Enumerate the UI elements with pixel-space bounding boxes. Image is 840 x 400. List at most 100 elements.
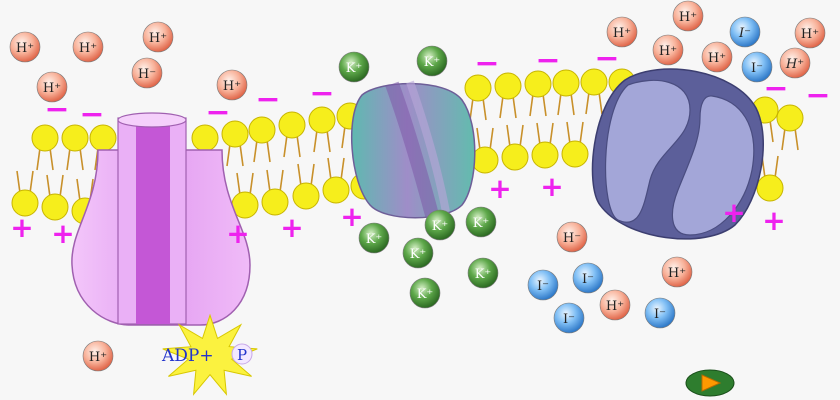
hydrogen-ion: H⁺ [661, 256, 693, 288]
potassium-ion: K⁺ [409, 277, 441, 309]
svg-text:H⁺: H⁺ [79, 41, 97, 56]
positive-charge: + [280, 211, 303, 244]
hydrogen-ion: H⁺ [794, 17, 826, 49]
negative-charge: − [205, 95, 230, 130]
phospholipid-lower [41, 174, 69, 221]
potassium-ion: K⁺ [465, 206, 497, 238]
positive-charge: + [762, 204, 785, 237]
svg-text:K⁺: K⁺ [410, 247, 427, 262]
svg-text:K⁺: K⁺ [424, 55, 441, 70]
phospholipid-lower [471, 127, 499, 174]
positive-charge: + [51, 217, 74, 250]
svg-text:K⁺: K⁺ [346, 61, 363, 76]
energy-burst-icon [162, 313, 258, 396]
hydrogen-ion: H⁺ [701, 41, 733, 73]
svg-text:I⁻: I⁻ [563, 312, 575, 327]
negative-charge: − [805, 78, 830, 113]
svg-text:H⁺: H⁺ [149, 31, 167, 46]
phospholipid-upper [61, 124, 89, 171]
hydrogen-ion: H⁺ [779, 47, 811, 79]
svg-text:K⁺: K⁺ [473, 216, 490, 231]
phospholipid-upper [580, 68, 608, 115]
positive-charge: + [540, 170, 563, 203]
hydrogen-ion: H⁺ [216, 69, 248, 101]
svg-text:H⁺: H⁺ [659, 44, 677, 59]
potassium-ion: K⁺ [424, 209, 456, 241]
svg-text:H⁻: H⁻ [138, 67, 156, 82]
adp-label: ADP+ [161, 346, 214, 366]
phospholipid-lower [561, 121, 589, 168]
svg-text:H⁺: H⁺ [606, 299, 624, 314]
potassium-ion: K⁺ [467, 257, 499, 289]
hydrogen-ion: H⁺ [652, 34, 684, 66]
hydrogen-ion: H⁻ [556, 221, 588, 253]
svg-text:H⁺: H⁺ [43, 81, 61, 96]
iodide-ion: I⁻ [572, 262, 604, 294]
svg-text:H⁺: H⁺ [785, 57, 804, 72]
svg-text:H⁺: H⁺ [16, 41, 34, 56]
hydrogen-ion: H⁺ [9, 31, 41, 63]
svg-text:H⁺: H⁺ [801, 27, 819, 42]
phospholipid-lower [261, 169, 289, 216]
iodide-ion: I⁻ [553, 302, 585, 334]
ions-layer: H⁺ H⁺ H⁺ H⁺ H⁺ H⁺ H⁺ H⁺ H⁺ H⁺ H⁺ H⁺ H⁺ H⁺ H⁻ H⁻ K⁺ K⁺ K⁺ K⁺… [9, 0, 826, 372]
svg-text:K⁺: K⁺ [475, 267, 492, 282]
iodide-channel [591, 68, 764, 240]
svg-text:H⁺: H⁺ [223, 79, 241, 94]
phospholipid-upper [776, 104, 804, 151]
phospholipid-lower [322, 157, 350, 204]
svg-text:H⁺: H⁺ [679, 10, 697, 25]
negative-charge: − [255, 82, 280, 117]
svg-text:I⁻: I⁻ [582, 272, 594, 287]
phospholipid-upper [494, 72, 522, 119]
svg-text:H⁺: H⁺ [708, 51, 726, 66]
svg-text:I⁻: I⁻ [654, 307, 666, 322]
membrane-charges: −−−−−−−−−−+++++++++ [10, 41, 830, 250]
svg-text:H⁻: H⁻ [563, 231, 581, 246]
phospholipid-lower [531, 122, 559, 169]
svg-text:H⁺: H⁺ [668, 266, 686, 281]
phosphate-label: P [237, 346, 247, 364]
phospholipid-lower [292, 163, 320, 210]
iodide-ion: I⁻ [527, 269, 559, 301]
svg-text:I⁻: I⁻ [537, 279, 549, 294]
negative-charge: − [309, 76, 334, 111]
play-button[interactable] [685, 369, 735, 397]
phospholipid-upper [552, 69, 580, 116]
svg-text:H⁺: H⁺ [613, 26, 631, 41]
phospholipid-lower [501, 124, 529, 171]
phospholipid-upper [308, 106, 336, 153]
phospholipid-upper [31, 124, 59, 171]
phospholipid-lower [11, 170, 39, 217]
negative-charge: − [474, 46, 499, 81]
phospholipid-lower [231, 172, 259, 219]
negative-charge: − [594, 41, 619, 76]
negative-charge: − [79, 97, 104, 132]
potassium-ion: K⁺ [402, 237, 434, 269]
positive-charge: + [10, 211, 33, 244]
potassium-ion: K⁺ [358, 222, 390, 254]
positive-charge: + [488, 172, 511, 205]
hydrogen-ion: H⁺ [599, 289, 631, 321]
phospholipid-upper [248, 116, 276, 163]
atpase-proton-pump [71, 112, 251, 326]
svg-text:K⁺: K⁺ [417, 287, 434, 302]
hydrogen-ion: H⁺ [36, 71, 68, 103]
svg-text:K⁺: K⁺ [366, 232, 383, 247]
hydrogen-ion: H⁺ [142, 21, 174, 53]
phospholipid-upper [221, 120, 249, 167]
iodide-ion: I⁻ [741, 51, 773, 83]
iodide-ion: I⁻ [729, 16, 761, 48]
hydrogen-ion: H⁻ [131, 57, 163, 89]
phosphate-ring [231, 343, 253, 365]
svg-text:I⁻: I⁻ [738, 26, 751, 41]
positive-charge: + [226, 217, 249, 250]
negative-charge: − [535, 43, 560, 78]
hydrogen-ion: H⁺ [82, 340, 114, 372]
potassium-ion: K⁺ [416, 45, 448, 77]
positive-charge: + [722, 196, 745, 229]
svg-text:H⁺: H⁺ [89, 350, 107, 365]
potassium-ion: K⁺ [338, 51, 370, 83]
